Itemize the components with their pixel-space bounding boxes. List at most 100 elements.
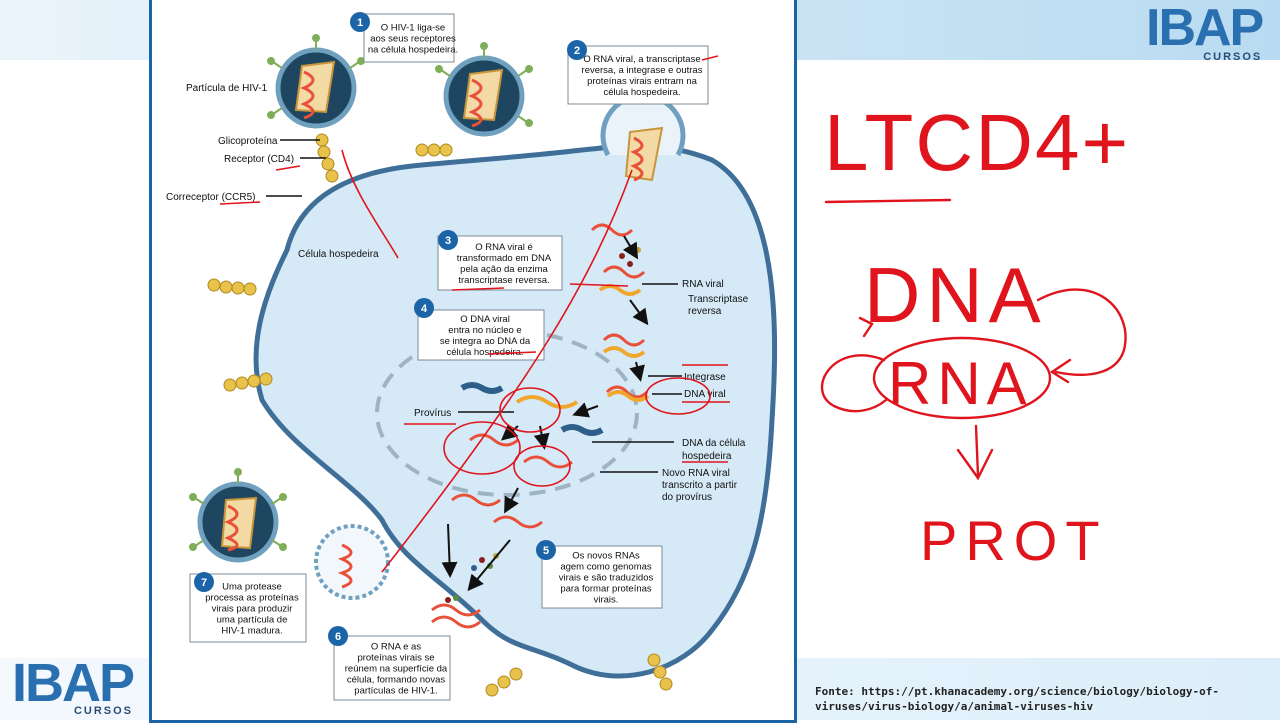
step-text-line: célula, formando novas (347, 675, 445, 686)
step-text-line: se integra ao DNA da (440, 336, 531, 347)
source-line-1: Fonte: https://pt.khanacademy.org/scienc… (815, 685, 1219, 698)
step-badge (536, 540, 556, 560)
step-text-line: virais para produzir (212, 604, 293, 615)
dna-strands (515, 284, 650, 409)
step-text-line: pela ação da enzima (460, 264, 548, 275)
step-text-line: aos seus receptores (370, 34, 456, 45)
label-receptor: Receptor (CD4) (224, 154, 294, 165)
loop-arrow-left (820, 354, 888, 413)
step-text-line: célula hospedeira. (446, 347, 523, 358)
label-new-rna-2: transcrito a partir (662, 480, 738, 491)
down-arrow-head (956, 448, 994, 481)
step-text-line: O DNA viral (460, 314, 510, 325)
step-text-line: Os novos RNAs (572, 551, 640, 562)
step-number: 7 (201, 577, 207, 589)
step-text-line: transcriptase reversa. (458, 275, 549, 286)
step-number: 4 (421, 303, 428, 315)
step-badge (350, 12, 370, 32)
step-number: 6 (335, 631, 341, 643)
step-number: 5 (543, 545, 549, 557)
step-number: 1 (357, 17, 363, 29)
hiv-particle-2 (443, 55, 525, 137)
rna-circle (872, 336, 1052, 420)
logo-mark: IBAP (12, 653, 135, 713)
underline-stroke (824, 198, 952, 204)
hiv-particle-mature (197, 481, 279, 563)
hand-lt-cd4: LTCD4+ (824, 98, 1130, 187)
label-dna-viral: DNA viral (684, 389, 726, 400)
down-arrow-shaft (974, 424, 980, 478)
hiv-particle-1 (275, 47, 357, 129)
label-host-cell: Célula hospedeira (298, 249, 379, 260)
membrane-receptors (207, 133, 673, 697)
hiv-particle-3 (600, 93, 686, 182)
step-number: 3 (445, 235, 451, 247)
logo-sub: CURSOS (73, 705, 134, 717)
source-citation: Fonte: https://pt.khanacademy.org/scienc… (815, 684, 1275, 714)
step-text-line: uma partícula de (217, 615, 288, 626)
label-rt-2: reversa (688, 306, 722, 317)
step-badge (438, 230, 458, 250)
slide-frame: Partícula de HIV-1 Glicoproteína Recepto… (152, 0, 794, 720)
step-badge (414, 298, 434, 318)
step-text-line: agem como genomas (560, 562, 652, 573)
step-text-line: virais. (594, 595, 619, 606)
handwriting-panel: LTCD4+ DNA RNA PROT (820, 98, 1130, 572)
loop-arrow-left-head (858, 316, 874, 338)
step-text-line: reúnem na superfície da (345, 664, 448, 675)
step-text-line: virais e são traduzidos (559, 573, 654, 584)
loop-arrow-right-head (1049, 358, 1072, 384)
step-text-line: O HIV-1 liga-se (381, 23, 445, 34)
step-text-line: Uma protease (222, 582, 282, 593)
logo-mark: IBAP (1146, 0, 1264, 57)
step-box (333, 635, 451, 701)
step-text-line: O RNA viral é (475, 242, 533, 253)
label-coreceptor: Correceptor (CCR5) (166, 192, 255, 203)
label-host-dna-1: DNA da célula (682, 438, 746, 449)
step-text-line: processa as proteínas (205, 593, 299, 604)
step-box (363, 13, 455, 63)
step-box (541, 545, 663, 609)
host-dna (460, 382, 604, 436)
ibap-logo-bottom: IBAP CURSOS (12, 653, 135, 717)
hiv-particle-budding (314, 524, 390, 600)
hand-rna: RNA (888, 350, 1033, 417)
step-text-line: HIV-1 madura. (221, 626, 282, 637)
step-text-line: para formar proteínas (560, 584, 652, 595)
step-box (567, 45, 709, 105)
step-text-line: partículas de HIV-1. (354, 686, 437, 697)
step-text-line: proteínas virais entram na (587, 76, 698, 87)
label-new-rna-3: do provírus (662, 492, 712, 503)
step-text-line: reversa, a integrase e outras (582, 65, 703, 76)
logo-sub: CURSOS (1203, 51, 1263, 63)
label-rna-viral: RNA viral (682, 279, 724, 290)
label-glycoprotein: Glicoproteína (218, 136, 278, 147)
diagram-annotations (219, 55, 730, 573)
label-provirus: Provírus (414, 408, 451, 419)
source-line-2: viruses/virus-biology/a/animal-viruses-h… (815, 700, 1094, 713)
step-text-line: transformado em DNA (457, 253, 552, 264)
host-cell-membrane (253, 143, 778, 679)
step-text-line: proteínas virais se (357, 653, 434, 664)
label-rt-1: Transcriptase (688, 294, 749, 305)
step-box (417, 309, 545, 361)
step-text-line: na célula hospedeira. (368, 45, 458, 56)
step-badge (194, 572, 214, 592)
step-text-line: célula hospedeira. (603, 87, 680, 98)
step-text-line: O RNA viral, a transcriptase (583, 54, 700, 65)
step-number: 2 (574, 45, 580, 57)
label-particle: Partícula de HIV-1 (186, 83, 268, 94)
label-integrase: Integrase (684, 372, 726, 383)
step-text-line: entra no núcleo e (448, 325, 521, 336)
hiv-life-cycle-diagram: Partícula de HIV-1 Glicoproteína Recepto… (166, 12, 778, 701)
label-new-rna-1: Novo RNA viral (662, 468, 730, 479)
leader-lines (266, 139, 682, 473)
label-host-dna-2: hospedeira (682, 451, 732, 462)
step-badge (328, 626, 348, 646)
